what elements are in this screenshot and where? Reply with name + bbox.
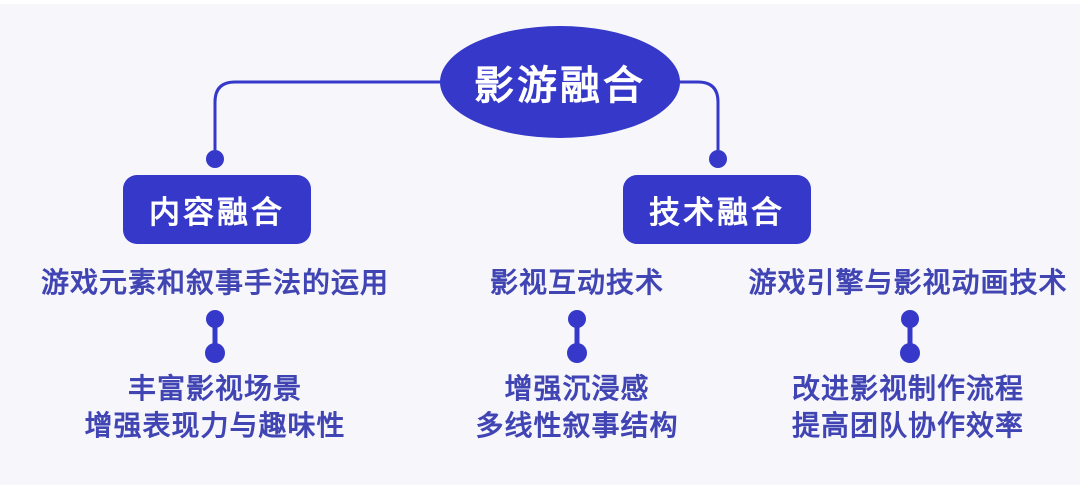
connector-endpoint-dot [709,150,727,168]
dumbbell-connector-col1 [205,310,225,363]
dumbbell-connector-col3 [900,310,920,363]
leaf-bottom-col3: 改进影视制作流程 提高团队协作效率 [728,370,1080,446]
leaf-bottom-col1: 丰富影视场景 增强表现力与趣味性 [25,370,405,446]
leaf-bottom-col2: 增强沉浸感 多线性叙事结构 [397,370,757,446]
root-node-label: 影游融合 [474,64,646,108]
leaf-bottom-line: 多线性叙事结构 [475,410,679,441]
connector-root-to-left [213,80,443,150]
root-node-film-game-fusion: 影游融合 [440,26,680,138]
diagram-canvas: 影游融合 内容融合 技术融合 游戏元素和叙事手法的运用 影视互动技术 游戏引擎与… [0,4,1080,485]
leaf-top-col3: 游戏引擎与影视动画技术 [748,267,1068,298]
leaf-bottom-line: 丰富影视场景 [127,373,302,404]
branch-node-label: 技术融合 [649,195,785,230]
leaf-bottom-line: 改进影视制作流程 [791,373,1024,404]
leaf-top-col2: 影视互动技术 [489,267,664,298]
dumbbell-connector-col2 [567,310,587,363]
leaf-top-col1: 游戏元素和叙事手法的运用 [40,267,389,298]
leaf-bottom-line: 增强表现力与趣味性 [84,410,346,441]
leaf-bottom-line: 增强沉浸感 [504,373,650,404]
connector-root-to-right [677,80,720,150]
branch-node-label: 内容融合 [149,195,285,230]
branch-node-tech-fusion: 技术融合 [623,175,811,244]
connector-endpoint-dot [206,150,224,168]
leaf-bottom-line: 提高团队协作效率 [791,410,1024,441]
branch-node-content-fusion: 内容融合 [123,175,311,244]
